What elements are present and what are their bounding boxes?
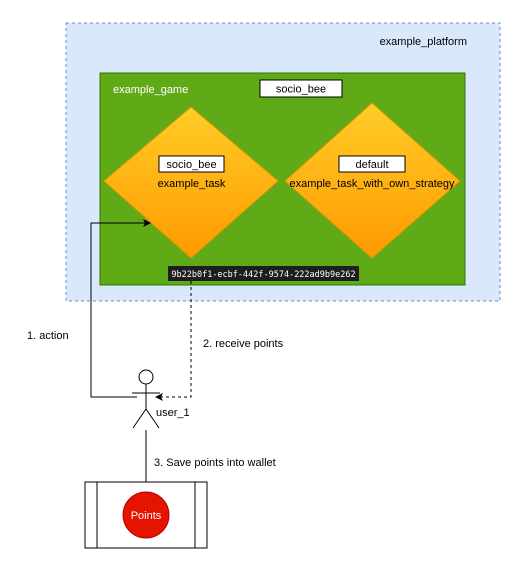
task-strategy-tag <box>338 155 406 173</box>
task-id-tag[interactable]: 9b22b0f1-ecbf-442f-9574-222ad9b9e262 <box>168 266 359 281</box>
task-diamond[interactable] <box>103 106 279 259</box>
task-strategy-tag <box>158 155 225 173</box>
platform-label: example_platform <box>380 36 467 48</box>
task-id-text: 9b22b0f1-ecbf-442f-9574-222ad9b9e262 <box>171 270 355 280</box>
task-example-task-with-own-strategy[interactable]: default example_task_with_own_strategy <box>284 102 461 259</box>
task-name: example_task <box>158 178 226 190</box>
game-strategy-tag[interactable] <box>259 79 343 98</box>
edge-receive-points[interactable]: 2. receive points <box>155 281 284 401</box>
actor-head <box>138 369 154 385</box>
task-example-task[interactable]: socio_bee example_task <box>103 106 279 259</box>
points-label: Points <box>131 510 162 522</box>
task-name: example_task_with_own_strategy <box>289 178 455 190</box>
edge-action-label: 1. action <box>27 330 69 342</box>
actor-label: user_1 <box>156 407 190 419</box>
game-label: example_game <box>113 84 188 96</box>
edge-save-label: 3. Save points into wallet <box>154 457 276 469</box>
wallet-box[interactable]: Points <box>84 481 208 549</box>
edge-action[interactable]: 1. action <box>27 219 151 398</box>
task-strategy-tag-label: socio_bee <box>166 159 216 171</box>
task-diamond[interactable] <box>284 102 461 259</box>
actor-user[interactable]: user_1 <box>132 369 190 429</box>
edge-receive-label: 2. receive points <box>203 338 284 350</box>
task-id-tag-bg <box>168 266 359 281</box>
task-strategy-tag-label: default <box>355 159 388 171</box>
points-circle[interactable] <box>122 491 170 539</box>
game-strategy-tag-label: socio_bee <box>276 84 326 96</box>
edge-save-points[interactable]: 3. Save points into wallet <box>145 430 276 482</box>
